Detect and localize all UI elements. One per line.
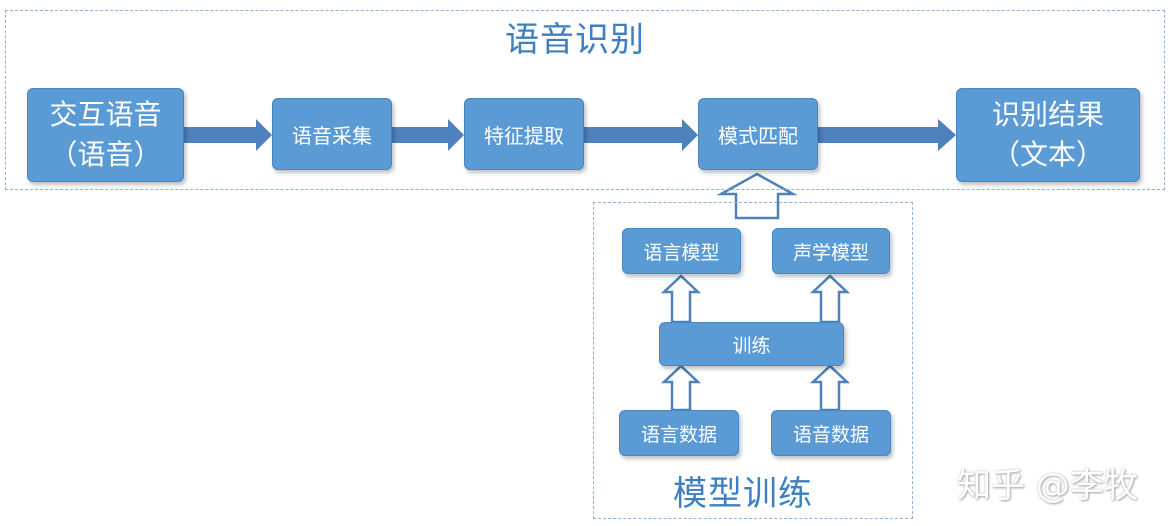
language-model-label: 语言模型 <box>643 241 720 264</box>
interactive-speech-sublabel: （语音） <box>49 138 162 171</box>
speech-collection-label: 语音采集 <box>292 123 372 148</box>
arrow-collect-to-feature <box>392 119 464 151</box>
watermark: 知乎 @李牧 <box>957 466 1138 506</box>
speech-recognition-frame <box>5 10 1165 190</box>
speech-recognition-title: 语音识别 <box>505 20 645 60</box>
feature-extraction-box: 特征提取 <box>464 98 584 170</box>
speech-data-label: 语音数据 <box>792 423 869 446</box>
arrow-match-to-result <box>818 119 956 151</box>
arrow-training-to-matching <box>716 172 798 220</box>
arrow-language-data-to-train <box>660 364 702 412</box>
model-training-title: 模型训练 <box>673 474 813 514</box>
language-data-label: 语言数据 <box>640 423 717 446</box>
recognition-result-box: 识别结果 （文本） <box>956 88 1140 182</box>
recognition-result-sublabel: （文本） <box>991 138 1104 171</box>
arrow-feature-to-match <box>584 119 698 151</box>
acoustic-model-box: 声学模型 <box>772 228 890 274</box>
model-training-frame <box>593 202 913 519</box>
feature-extraction-label: 特征提取 <box>484 123 564 148</box>
interactive-speech-label: 交互语音 <box>49 98 162 131</box>
language-model-box: 语言模型 <box>622 228 741 274</box>
arrow-train-to-acoustic-model <box>809 274 851 324</box>
speech-data-box: 语音数据 <box>771 410 891 456</box>
acoustic-model-label: 声学模型 <box>792 241 869 264</box>
speech-collection-box: 语音采集 <box>272 98 392 170</box>
recognition-result-label: 识别结果 <box>991 98 1104 131</box>
language-data-box: 语言数据 <box>619 410 739 456</box>
pattern-matching-box: 模式匹配 <box>698 98 818 170</box>
training-box: 训练 <box>659 322 844 366</box>
training-label: 训练 <box>732 334 771 357</box>
interactive-speech-box: 交互语音 （语音） <box>27 88 184 182</box>
arrow-speech-data-to-train <box>809 364 851 412</box>
arrow-train-to-language-model <box>660 274 702 324</box>
pattern-matching-label: 模式匹配 <box>718 123 798 148</box>
arrow-input-to-collect <box>184 119 272 151</box>
